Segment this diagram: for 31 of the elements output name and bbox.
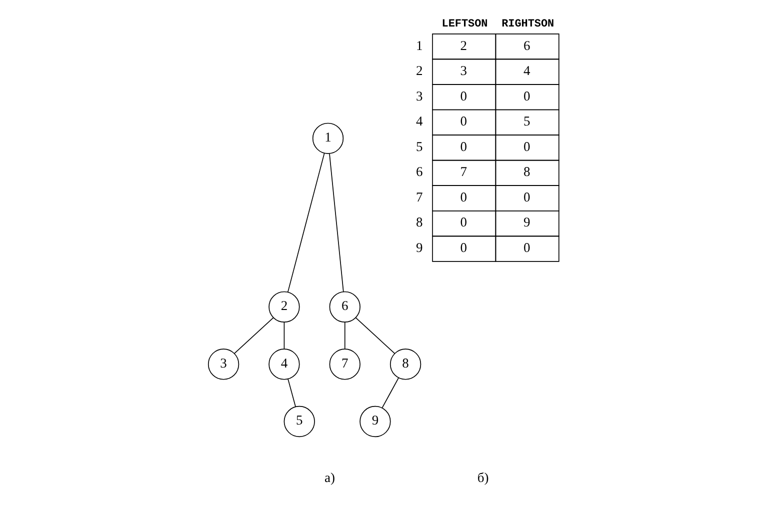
label: 0: [460, 214, 467, 230]
label: LEFTSON: [441, 18, 488, 31]
label: 0: [523, 189, 530, 204]
label: 0: [460, 114, 467, 129]
label: RIGHTSON: [501, 18, 554, 31]
label: 2: [460, 38, 467, 53]
label: 6: [416, 164, 422, 180]
label: 4: [523, 63, 530, 78]
label: 1: [416, 38, 422, 53]
label: 0: [523, 240, 530, 255]
label: 5: [416, 138, 422, 154]
label: 2: [416, 63, 422, 78]
label: 5: [523, 114, 530, 129]
label: 0: [460, 189, 467, 204]
label: 0: [523, 88, 530, 104]
label: 9: [523, 214, 530, 230]
label: а): [324, 470, 334, 486]
label: 0: [460, 240, 467, 255]
label: 3: [460, 63, 467, 78]
label: б): [476, 470, 488, 486]
label: 0: [523, 138, 530, 154]
label: 9: [416, 240, 422, 255]
label: 7: [416, 189, 422, 204]
label: 4: [416, 114, 422, 129]
label: 8: [416, 214, 422, 230]
label: 6: [523, 38, 530, 53]
label: 0: [460, 88, 467, 104]
label: 0: [460, 138, 467, 154]
label: 8: [523, 164, 530, 180]
label: 7: [460, 164, 467, 180]
label: 3: [416, 88, 422, 104]
